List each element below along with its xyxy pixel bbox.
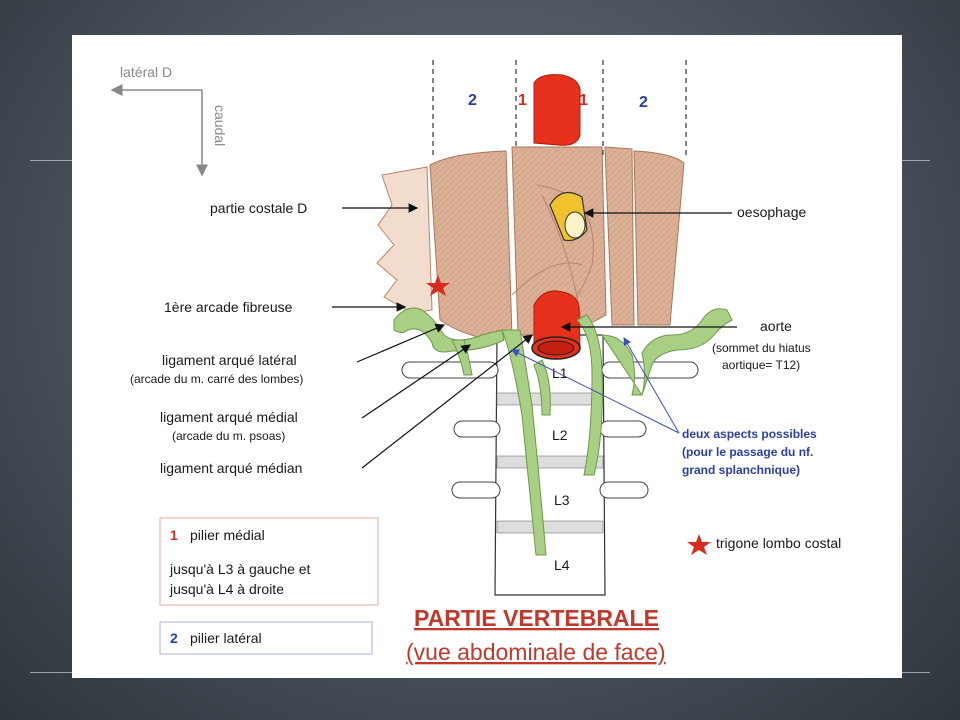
legend-medial-box: 1 pilier médial jusqu'à L3 à gauche et j… — [159, 517, 379, 606]
label-deux-aspects-2: (pour le passage du nf. — [682, 445, 813, 459]
zone-dividers — [432, 60, 687, 155]
vertebra-l2: L2 — [552, 427, 568, 443]
aorta-thoracic — [533, 74, 581, 146]
label-aorte: aorte — [760, 318, 792, 334]
trigone-star — [426, 275, 450, 296]
zone-2-left: 2 — [468, 92, 477, 109]
vertebra-l1: L1 — [552, 365, 568, 381]
label-trigone: trigone lombo costal — [716, 535, 841, 551]
ligaments — [393, 307, 733, 556]
legend-line-2: jusqu'à L4 à droite — [169, 581, 284, 597]
esophagus — [549, 191, 588, 242]
legend-lateral-box: 2 pilier latéral — [159, 621, 373, 655]
costal-part — [376, 166, 433, 314]
orientation-indicator: latéral D caudal — [110, 64, 228, 177]
vertebra-l4: L4 — [554, 557, 570, 573]
legend-pilier-medial: pilier médial — [190, 527, 265, 543]
legend-num-1: 1 — [170, 527, 178, 543]
label-arcade-fibreuse: 1ère arcade fibreuse — [164, 299, 293, 315]
diaphragm-muscle — [429, 146, 685, 341]
label-oesophage: oesophage — [737, 204, 807, 220]
label-lig-medial: ligament arqué médial — [160, 409, 298, 425]
legend-pilier-lateral: pilier latéral — [190, 630, 262, 646]
zone-1-right: 1 — [579, 92, 588, 109]
label-deux-aspects-3: grand splanchnique) — [682, 463, 800, 477]
diagram-slide: latéral D caudal 2 1 1 2 L1 L2 L3 L4 — [72, 35, 902, 678]
label-lig-lateral-sub: (arcade du m. carré des lombes) — [130, 372, 303, 386]
lateral-label: latéral D — [120, 64, 172, 80]
zone-2-right: 2 — [639, 94, 648, 111]
legend-star-icon — [687, 534, 711, 555]
title-line-2: (vue abdominale de face) — [406, 639, 666, 665]
label-lig-medial-sub: (arcade du m. psoas) — [172, 429, 285, 443]
label-aorte-sub1: (sommet du hiatus — [712, 341, 811, 355]
aorta-abdominal — [531, 290, 581, 360]
blue-leader-lines — [511, 337, 680, 434]
title-line-1: PARTIE VERTEBRALE — [414, 605, 659, 631]
zone-1-left: 1 — [518, 92, 527, 109]
label-lig-median: ligament arqué médian — [160, 460, 302, 476]
label-partie-costale: partie costale D — [210, 200, 307, 216]
diaphragm-diagram: latéral D caudal 2 1 1 2 L1 L2 L3 L4 — [110, 60, 841, 665]
legend-line-1: jusqu'à L3 à gauche et — [169, 561, 311, 577]
vertebral-column: L1 L2 L3 L4 — [401, 334, 699, 596]
label-deux-aspects-1: deux aspects possibles — [682, 427, 817, 441]
label-lig-lateral: ligament arqué latéral — [162, 352, 297, 368]
vertebra-l3: L3 — [554, 492, 570, 508]
legend-num-2: 2 — [170, 630, 178, 646]
label-aorte-sub2: aortique= T12) — [722, 358, 800, 372]
leader-lines — [332, 203, 737, 469]
caudal-label: caudal — [212, 105, 228, 146]
